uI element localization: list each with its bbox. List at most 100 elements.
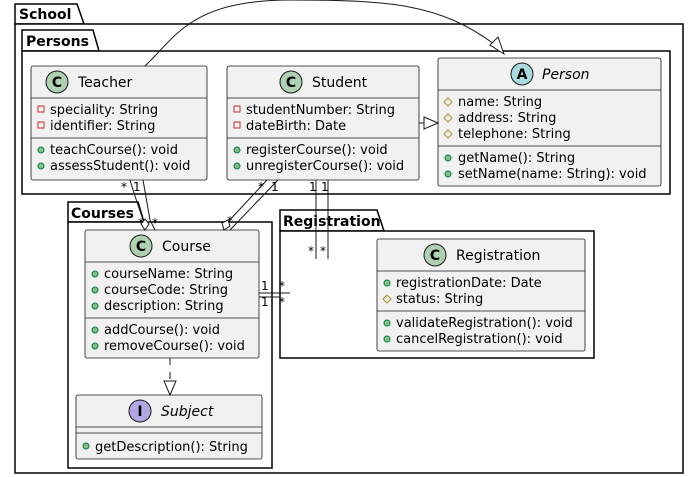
class-student-attr: studentNumber: String	[246, 103, 395, 118]
protected-visibility-icon	[443, 97, 453, 107]
class-teacher[interactable]: C Teacher speciality: String identifier:…	[30, 65, 208, 181]
class-student-name: Student	[312, 75, 368, 91]
public-visibility-icon	[91, 270, 99, 278]
class-stereotype-letter: C	[430, 248, 440, 264]
interface-stereotype-icon	[128, 399, 152, 423]
private-visibility-icon	[233, 121, 241, 129]
class-course-method: removeCourse(): void	[104, 339, 245, 354]
edge-line	[142, 179, 156, 231]
class-student[interactable]: C Student studentNumber: String dateBirt…	[226, 65, 420, 181]
multiplicity-label: 1	[261, 295, 269, 309]
class-course-method: addCourse(): void	[104, 323, 220, 338]
multiplicity-label: 1	[133, 180, 141, 194]
class-stereotype-letter: C	[136, 239, 146, 255]
multiplicity-label: *	[152, 216, 158, 230]
public-visibility-icon	[82, 442, 90, 450]
edge-line	[129, 179, 146, 227]
generalization-arrowhead	[489, 36, 505, 56]
aggregation-diamond	[221, 219, 231, 231]
class-course-attr: description: String	[104, 299, 224, 314]
public-visibility-icon	[91, 286, 99, 294]
protected-visibility-icon	[443, 113, 453, 123]
multiplicity-label: *	[121, 180, 127, 194]
multiplicity-label: 1	[271, 180, 279, 194]
interface-stereotype-letter: I	[137, 404, 142, 420]
multiplicity-label: *	[227, 214, 233, 228]
public-visibility-icon	[91, 302, 99, 310]
public-visibility-icon	[37, 146, 45, 154]
interface-subject[interactable]: I Subject getDescription(): String	[75, 394, 263, 460]
private-visibility-icon	[233, 105, 241, 113]
interface-subject-method: getDescription(): String	[95, 440, 248, 455]
class-stereotype-letter: C	[52, 75, 62, 91]
generalization-arrowhead	[423, 116, 440, 130]
public-visibility-icon	[37, 162, 45, 170]
private-visibility-icon	[37, 105, 45, 113]
edge-student-registration: 1 1 * *	[308, 180, 329, 259]
public-visibility-icon	[383, 335, 391, 343]
class-registration-box	[376, 238, 586, 352]
edge-course-subject-realization	[163, 358, 177, 397]
class-person-attr: name: String	[458, 95, 542, 110]
class-teacher-attr: speciality: String	[50, 103, 158, 118]
class-person[interactable]: A Person name: String address: String te…	[437, 57, 662, 187]
multiplicity-label: 1	[309, 180, 317, 194]
multiplicity-label: *	[320, 244, 326, 258]
multiplicity-label: *	[308, 244, 314, 258]
class-course-name: Course	[162, 239, 211, 255]
public-visibility-icon	[383, 319, 391, 327]
package-courses-label: Courses	[71, 206, 134, 222]
multiplicity-label: *	[258, 180, 264, 194]
class-teacher-method: assessStudent(): void	[50, 159, 190, 174]
realization-arrowhead	[163, 380, 177, 397]
edge-line	[229, 179, 279, 231]
abstract-stereotype-icon	[510, 62, 534, 86]
class-stereotype-icon	[129, 234, 153, 258]
class-stereotype-letter: C	[286, 75, 296, 91]
class-teacher-method: teachCourse(): void	[50, 143, 178, 158]
multiplicity-label: *	[279, 279, 285, 293]
multiplicity-label: *	[279, 295, 285, 309]
class-person-attr: telephone: String	[458, 127, 571, 142]
protected-visibility-icon	[382, 294, 392, 304]
package-registration-label: Registration	[283, 214, 381, 230]
public-visibility-icon	[383, 279, 391, 287]
class-stereotype-icon	[45, 70, 69, 94]
class-registration-attr: registrationDate: Date	[396, 276, 542, 291]
class-person-attr: address: String	[458, 111, 556, 126]
edge-course-registration: 1 1 * *	[259, 279, 290, 309]
class-person-method: getName(): String	[458, 151, 575, 166]
class-student-attr: dateBirth: Date	[246, 119, 346, 134]
interface-subject-name: Subject	[161, 404, 214, 420]
class-registration-method: validateRegistration(): void	[396, 316, 573, 331]
edge-teacher-person-generalization	[144, 0, 505, 67]
class-person-name: Person	[542, 67, 590, 83]
aggregation-diamond	[140, 218, 150, 231]
class-teacher-box	[30, 65, 208, 181]
class-registration-method: cancelRegistration(): void	[396, 332, 563, 347]
package-persons-label: Persons	[26, 34, 89, 50]
edge-student-person-generalization	[419, 116, 440, 130]
class-stereotype-icon	[279, 70, 303, 94]
multiplicity-label: 1	[261, 279, 269, 293]
edge-line	[144, 0, 495, 67]
class-teacher-name: Teacher	[77, 75, 133, 91]
public-visibility-icon	[233, 162, 241, 170]
public-visibility-icon	[444, 154, 452, 162]
multiplicity-label: 1	[321, 180, 329, 194]
private-visibility-icon	[37, 121, 45, 129]
class-registration[interactable]: C Registration registrationDate: Date st…	[376, 238, 586, 352]
class-course[interactable]: C Course courseName: String courseCode: …	[84, 229, 260, 359]
class-registration-attr: status: String	[396, 292, 483, 307]
class-student-method: unregisterCourse(): void	[246, 159, 404, 174]
class-registration-name: Registration	[456, 248, 540, 264]
public-visibility-icon	[91, 326, 99, 334]
abstract-stereotype-letter: A	[517, 67, 528, 83]
public-visibility-icon	[444, 170, 452, 178]
public-visibility-icon	[91, 342, 99, 350]
edge-line	[225, 179, 268, 225]
class-stereotype-icon	[423, 243, 447, 267]
class-course-attr: courseName: String	[104, 267, 233, 282]
class-person-method: setName(name: String): void	[458, 167, 647, 182]
